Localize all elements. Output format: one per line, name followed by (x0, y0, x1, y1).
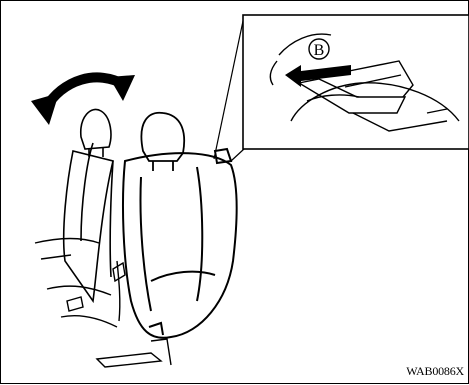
seat-back-main (123, 149, 237, 338)
headrest-right (141, 113, 184, 171)
figure-code: WAB0086X (406, 364, 464, 379)
callout-leader (214, 21, 244, 161)
headrest-left (81, 109, 111, 157)
rear-seat-back-left (64, 143, 113, 301)
recline-double-arrow-icon (31, 75, 135, 125)
floor-lines (35, 239, 171, 368)
callout-b-letter: B (314, 42, 325, 59)
detail-inset-frame (243, 15, 469, 149)
callout-b: B (309, 39, 329, 59)
